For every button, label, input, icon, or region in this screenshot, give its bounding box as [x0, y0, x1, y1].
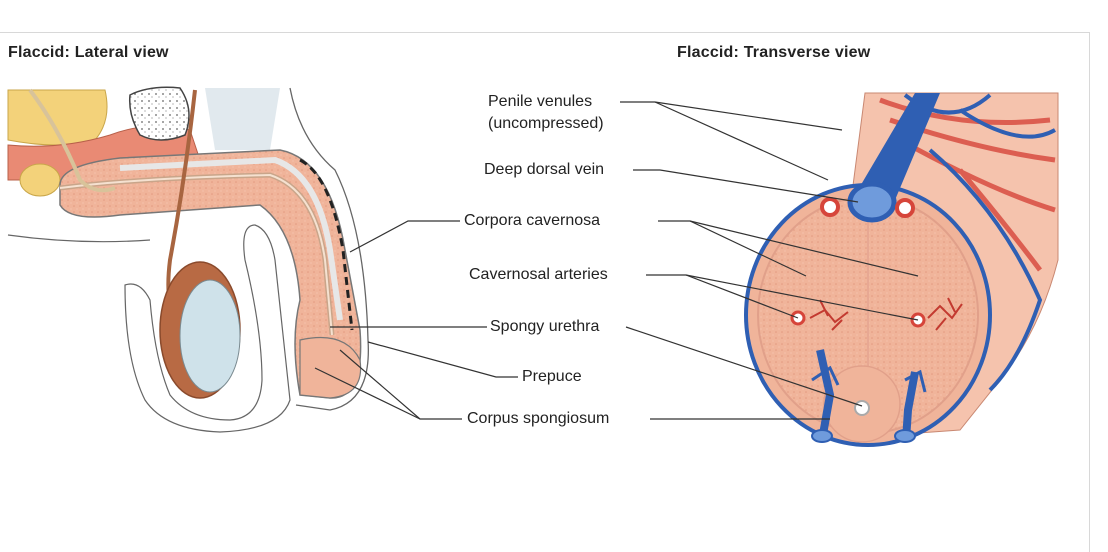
helicine-arteries-left [809, 299, 849, 331]
label-corpus-spongiosum: Corpus spongiosum [467, 410, 610, 427]
label-prepuce: Prepuce [522, 368, 582, 385]
helicine-arteries-right [927, 297, 963, 331]
lateral-view-title: Flaccid: Lateral view [8, 44, 169, 61]
diagram-frame [0, 32, 1090, 552]
label-spongy-urethra: Spongy urethra [490, 318, 600, 335]
transverse-view-title: Flaccid: Transverse view [677, 44, 871, 61]
label-penile-venules: Penile venules (uncompressed) [488, 91, 604, 135]
tunica-dashes [299, 158, 354, 331]
pubic-bone [128, 86, 190, 141]
deep-dorsal-vein [852, 93, 940, 200]
corpus-cavernosum-band [119, 156, 343, 321]
scrotum [124, 224, 291, 433]
label-penile-venules-line1: Penile venules [488, 93, 593, 110]
pelvic-ligament [205, 88, 280, 150]
label-corpora-cavernosa: Corpora cavernosa [464, 212, 601, 229]
label-penile-venules-line2: (uncompressed) [488, 115, 604, 132]
vas-deferens-2 [28, 88, 116, 193]
label-cavernosal-arteries: Cavernosal arteries [469, 266, 608, 283]
label-deep-dorsal-vein: Deep dorsal vein [484, 161, 605, 178]
dorsal-artery-right [895, 198, 915, 218]
dorsal-artery-left [820, 197, 840, 217]
artery-streaks [879, 97, 1056, 272]
vein-stub-right [894, 429, 916, 443]
emissary-branches [811, 365, 927, 393]
urethra-lateral-inner [59, 173, 333, 336]
deep-dorsal-vein-section [847, 181, 897, 223]
testis [179, 279, 241, 393]
vein-stub-left [811, 429, 833, 443]
abdominal-outline [7, 234, 151, 243]
gland [19, 163, 61, 197]
